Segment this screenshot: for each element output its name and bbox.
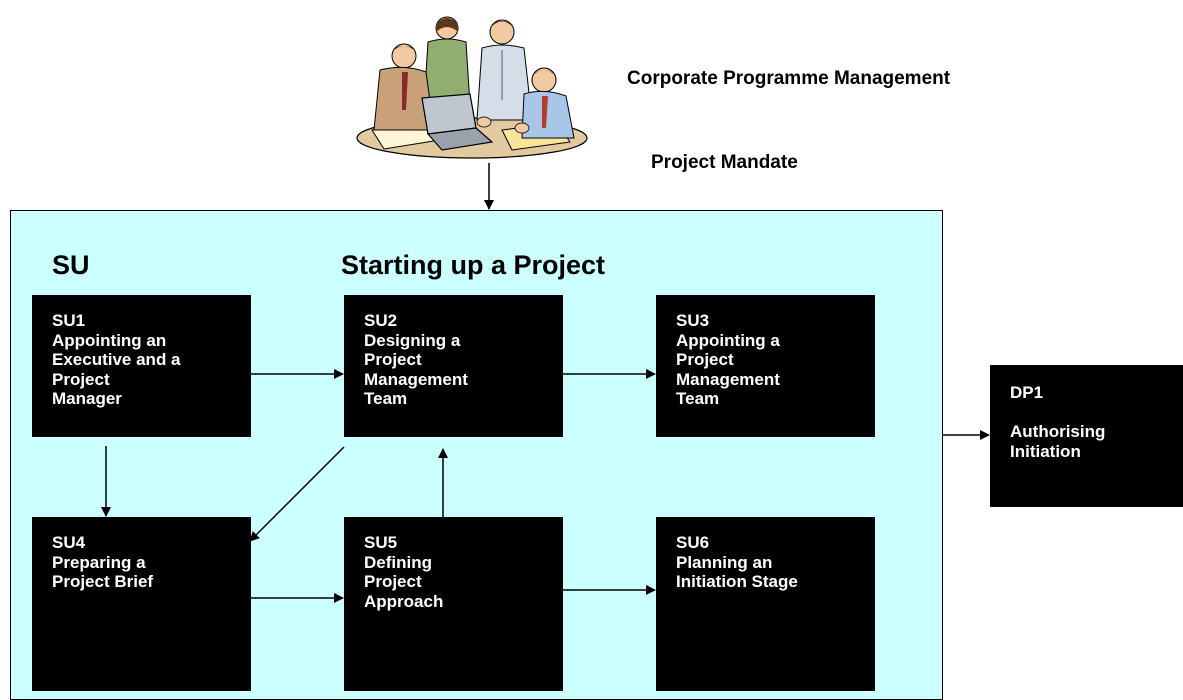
process-name-line: Team — [676, 389, 720, 408]
spacer — [1010, 403, 1173, 423]
process-name-line: Authorising — [1010, 422, 1106, 441]
process-name-line: Defining — [364, 552, 432, 572]
panel-title: Starting up a Project — [341, 250, 606, 280]
process-box-dp1[interactable]: DP1 Authorising Initiation — [990, 365, 1183, 507]
process-box-su3[interactable]: SU3 Appointing a Project Management Team — [656, 295, 875, 437]
process-code: SU1 — [52, 311, 86, 330]
process-name-line: Project — [364, 572, 422, 591]
process-code: SU6 — [676, 533, 710, 552]
corporate-programme-label: Corporate Programme Management — [627, 68, 951, 89]
process-name-line: Project — [676, 350, 734, 369]
process-box-su5[interactable]: SU5 Defining Project Approach — [344, 517, 563, 691]
process-box-su1[interactable]: SU1 Appointing an Executive and a Projec… — [32, 295, 251, 437]
process-name-line: Management — [364, 369, 468, 389]
process-name-line: Manager — [52, 389, 122, 408]
process-box-su2[interactable]: SU2 Designing a Project Management Team — [344, 295, 563, 437]
process-code: SU2 — [364, 311, 398, 330]
process-code: SU3 — [676, 311, 710, 330]
process-code: SU5 — [364, 533, 398, 552]
process-name-line: Executive and a — [52, 350, 181, 369]
process-code: SU4 — [52, 533, 86, 552]
process-name-line: Project — [52, 369, 110, 389]
process-box-su6[interactable]: SU6 Planning an Initiation Stage — [656, 517, 875, 691]
process-name-line: Planning an — [676, 552, 773, 572]
process-name-line: Team — [364, 389, 408, 408]
process-box-su4[interactable]: SU4 Preparing a Project Brief — [32, 517, 251, 691]
panel-code: SU — [52, 250, 90, 280]
process-name-line: Initiation — [1010, 441, 1081, 461]
process-name-line: Management — [676, 369, 780, 389]
process-name-line: Initiation Stage — [676, 572, 798, 591]
business-team-illustration — [356, 16, 588, 159]
process-code: DP1 — [1010, 383, 1044, 402]
process-name-line: Designing a — [364, 330, 461, 350]
process-name-line: Appointing a — [676, 330, 780, 350]
process-name-line: Approach — [364, 591, 444, 611]
process-name-line: Project Brief — [52, 572, 154, 591]
project-mandate-label: Project Mandate — [651, 152, 798, 173]
process-name-line: Project — [364, 350, 422, 369]
process-name-line: Appointing an — [52, 330, 167, 350]
process-name-line: Preparing a — [52, 552, 146, 572]
